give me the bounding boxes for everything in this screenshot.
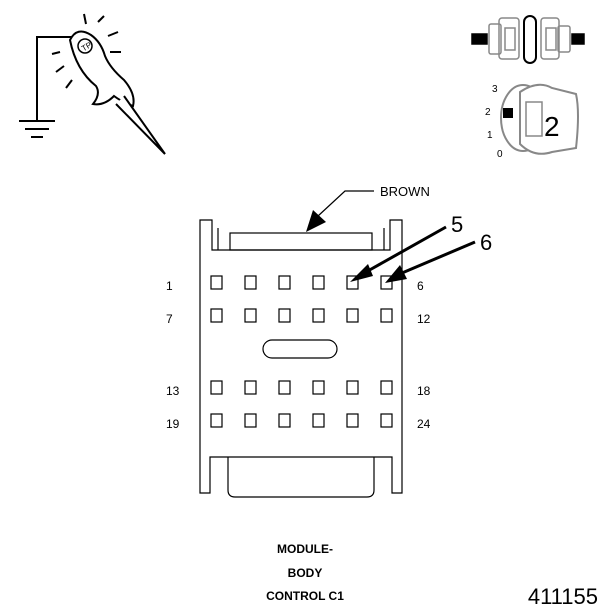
- ground-icon: [19, 120, 55, 138]
- key-selected-position: 2: [544, 111, 560, 142]
- wire-color-arrow-head: [306, 210, 326, 232]
- caption-line-1: MODULE-: [277, 542, 333, 556]
- pin-cavity-4: [312, 275, 325, 290]
- connector-body: [199, 219, 403, 498]
- callout-5-arrow-head: [350, 264, 373, 282]
- key-position-0: 0: [497, 149, 503, 160]
- callout-6-label: 6: [480, 230, 492, 255]
- pin-cavity-23: [346, 413, 359, 428]
- pin-cavity-11: [346, 308, 359, 323]
- pin-label-18: 18: [417, 384, 431, 398]
- pin-cavity-17: [346, 380, 359, 395]
- ignition-key-icon: 3 2 1 0 2: [485, 83, 579, 160]
- connector-disconnected-icon: [471, 15, 585, 64]
- figure-number: 411155: [528, 584, 598, 609]
- pin-label-12: 12: [417, 312, 431, 326]
- pin-label-19: 19: [166, 417, 180, 431]
- callout-5-label: 5: [451, 212, 463, 237]
- pin-cavity-21: [278, 413, 291, 428]
- pin-cavity-14: [244, 380, 257, 395]
- pin-cavity-13: [210, 380, 223, 395]
- svg-text:TP: TP: [80, 40, 93, 53]
- pin-cavity-16: [312, 380, 325, 395]
- pin-cavity-22: [312, 413, 325, 428]
- callout-6-arrow-head: [385, 265, 407, 283]
- pin-cavity-20: [244, 413, 257, 428]
- wire-color-label: BROWN: [380, 184, 430, 199]
- pin-label-13: 13: [166, 384, 180, 398]
- pin-cavity-19: [210, 413, 223, 428]
- pin-label-1: 1: [166, 279, 173, 293]
- caption-line-3: CONTROL C1: [266, 589, 344, 603]
- key-position-1: 1: [487, 130, 493, 141]
- pin-cavity-15: [278, 380, 291, 395]
- pin-cavities: [210, 275, 393, 428]
- pin-cavity-12: [380, 308, 393, 323]
- pin-cavity-8: [244, 308, 257, 323]
- pin-label-6: 6: [417, 279, 424, 293]
- pin-cavity-5: [346, 275, 359, 290]
- pin-label-7: 7: [166, 312, 173, 326]
- caption-line-2: BODY: [288, 566, 323, 580]
- pin-cavity-10: [312, 308, 325, 323]
- wire-color-leader: [317, 190, 374, 217]
- pin-label-24: 24: [417, 417, 431, 431]
- pin-cavity-24: [380, 413, 393, 428]
- key-position-3: 3: [492, 84, 498, 95]
- callout-5-line: [365, 225, 447, 274]
- pin-cavity-7: [210, 308, 223, 323]
- pin-cavity-1: [210, 275, 223, 290]
- test-light-icon: TP: [19, 13, 166, 155]
- callout-6-line: [401, 240, 476, 275]
- pin-cavity-18: [380, 380, 393, 395]
- pin-cavity-2: [244, 275, 257, 290]
- key-position-2: 2: [485, 107, 491, 118]
- pin-cavity-3: [278, 275, 291, 290]
- pin-cavity-9: [278, 308, 291, 323]
